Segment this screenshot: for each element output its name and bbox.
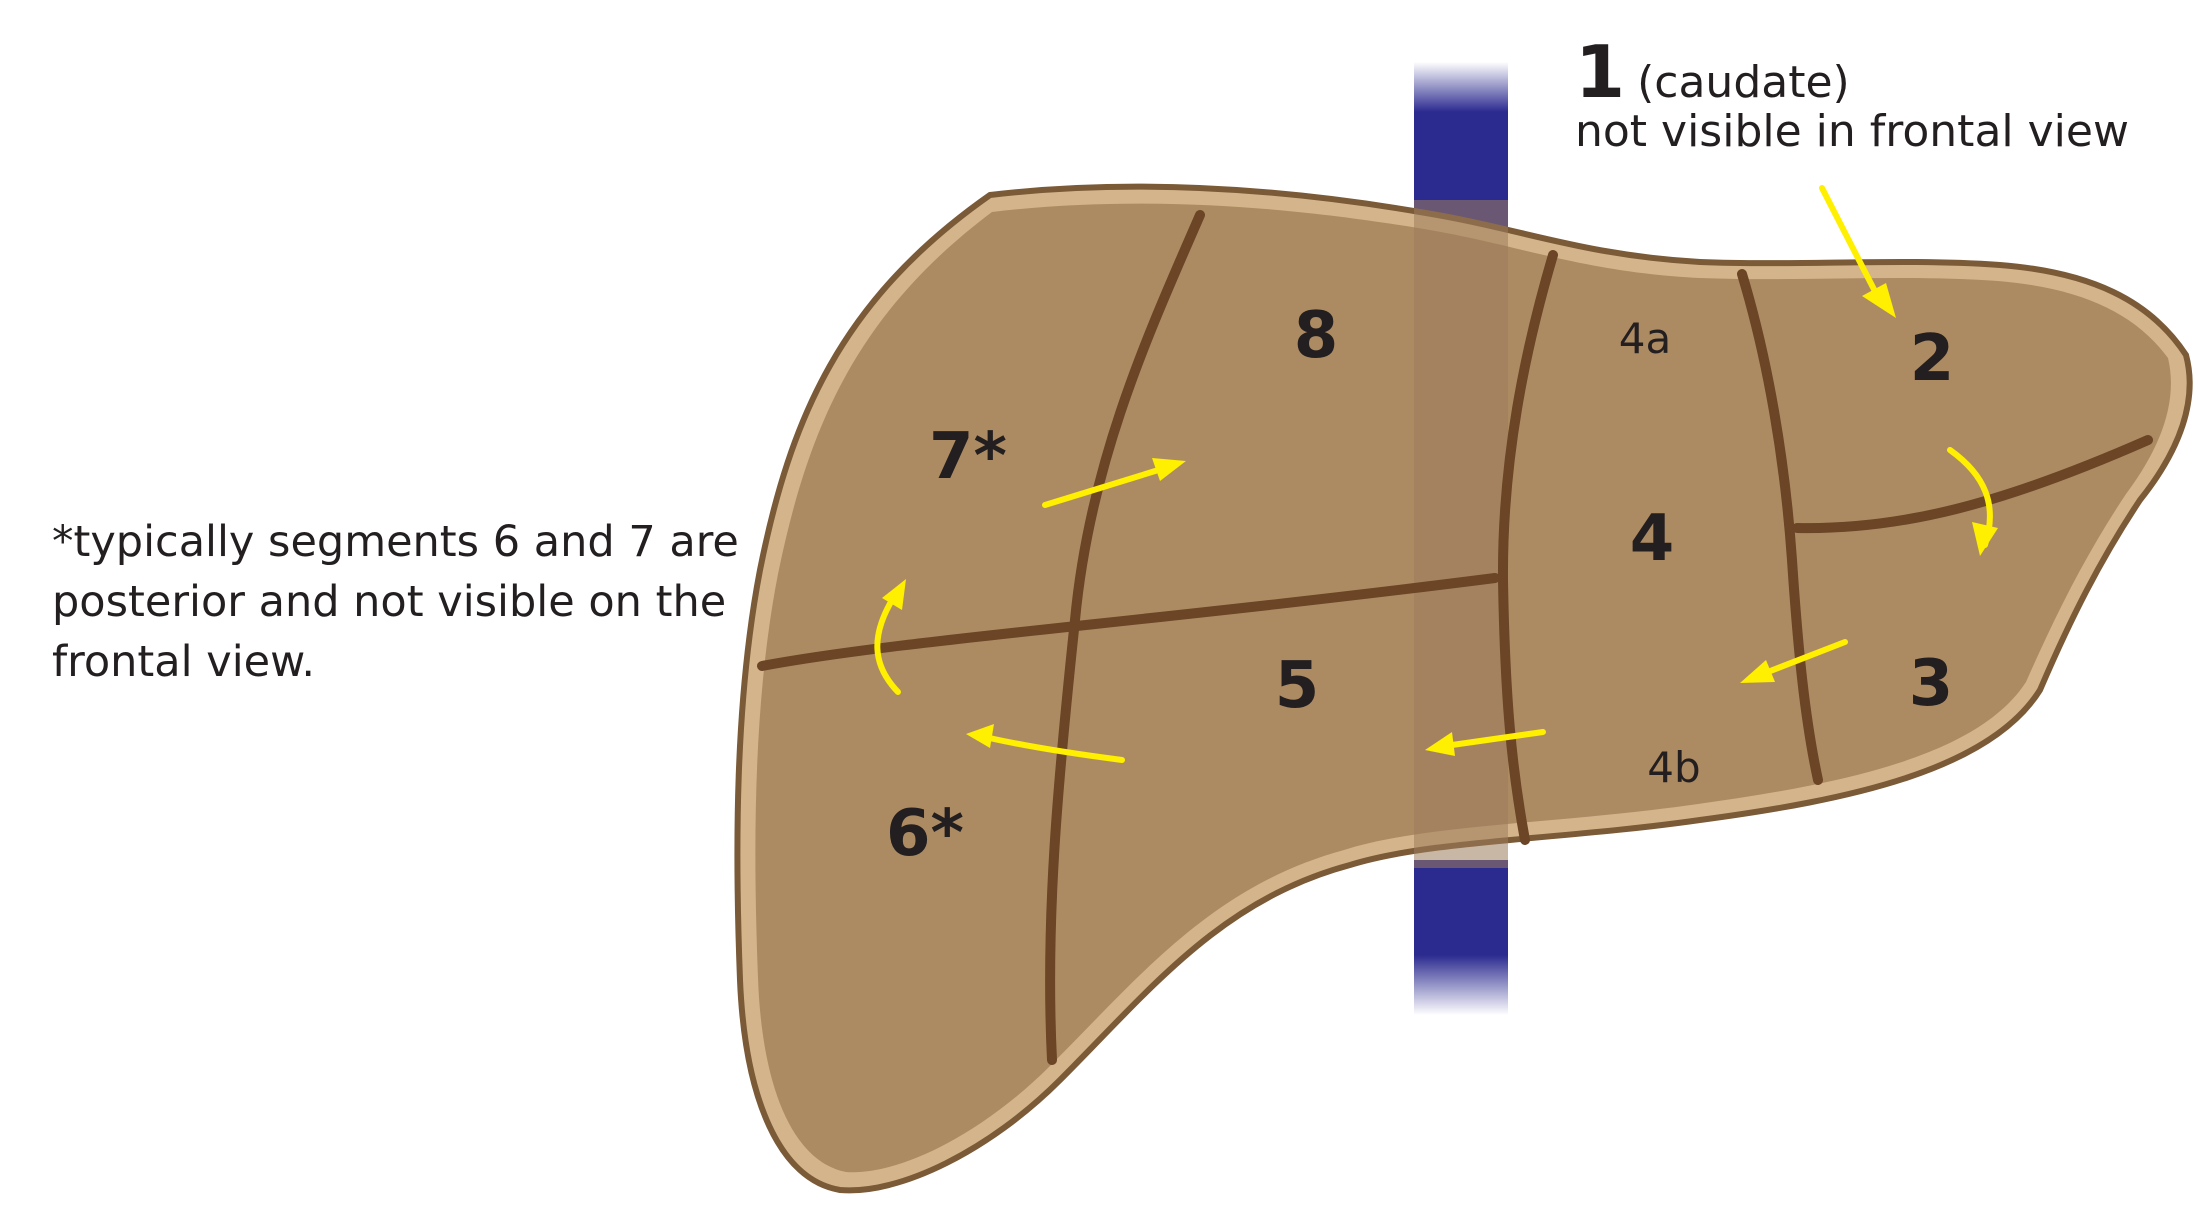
arrow-3-to-4: [1757, 639, 1848, 678]
segment-4-label: 4: [1630, 502, 1675, 576]
right-hepatic-fissure: [1045, 210, 1205, 1065]
arrow-to-segment-2: [1819, 185, 1885, 308]
segment-3-label: 3: [1909, 647, 1954, 721]
segment-8-label: 8: [1294, 299, 1339, 373]
caudate-annotation: 1(caudate) not visible in frontal view: [1575, 30, 2129, 157]
footnote-line-3: frontal view.: [52, 637, 315, 687]
arrow-7-to-8: [1042, 465, 1168, 508]
liver-body: [734, 183, 2193, 1194]
footnote: *typically segments 6 and 7 are posterio…: [52, 512, 739, 692]
footnote-line-2: posterior and not visible on the: [52, 577, 727, 627]
segment-6-label: 6*: [886, 797, 964, 871]
segment-boundaries: [757, 210, 2153, 1065]
middle-hepatic-fissure: [1497, 250, 1558, 845]
segment-4b-label: 4b: [1647, 743, 1700, 792]
footnote-line-1: *typically segments 6 and 7 are: [52, 517, 739, 567]
caudate-name: (caudate): [1637, 57, 1850, 108]
vena-cava: [1414, 62, 1508, 1015]
arrow-6-to-7: [874, 592, 901, 695]
falciform-fissure: [1737, 269, 1823, 785]
portal-plane: [757, 573, 1500, 671]
segment-7-label: 7*: [929, 420, 1007, 494]
segment-order-arrows: [874, 185, 1998, 763]
segment-1-label: 1: [1575, 30, 1626, 114]
arrow-5-to-6: [982, 734, 1125, 763]
arrow-4-to-5: [1442, 729, 1546, 749]
segment-4a-label: 4a: [1619, 314, 1671, 363]
segment-5-label: 5: [1275, 649, 1320, 723]
left-portal-plane: [1792, 435, 2153, 534]
segment-labels: 8 7* 6* 5 4a 4 4b 2 3: [886, 299, 1954, 871]
segment-2-label: 2: [1910, 322, 1955, 396]
caudate-note: not visible in frontal view: [1575, 106, 2129, 157]
